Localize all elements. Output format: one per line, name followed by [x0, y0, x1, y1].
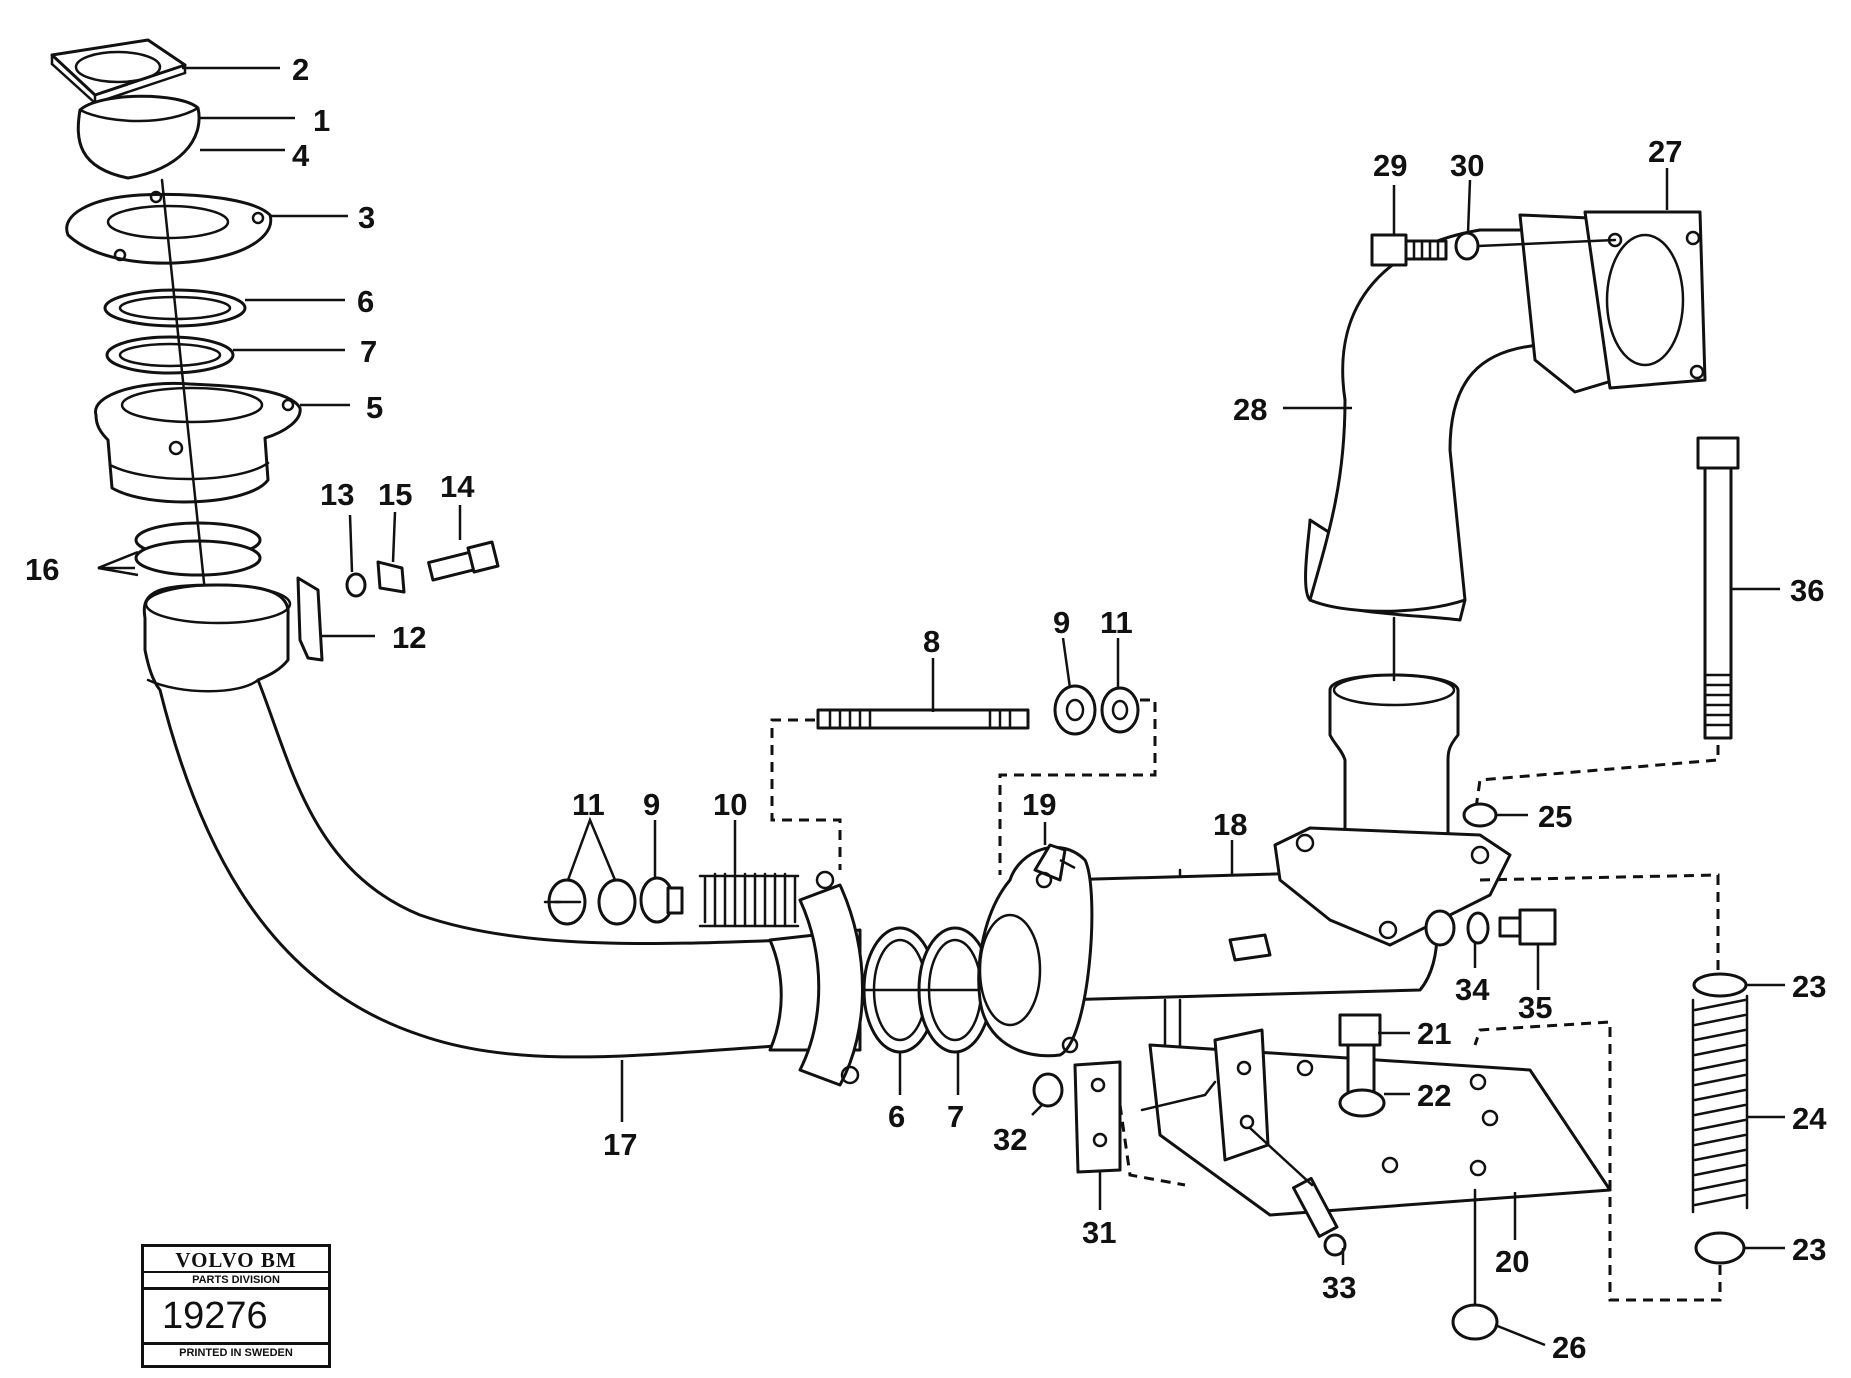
callout-29: 29 [1373, 148, 1407, 183]
callout-28: 28 [1233, 392, 1267, 427]
callout-6-top: 6 [357, 284, 374, 319]
part-bracket-upright [1213, 1028, 1270, 1162]
callout-20: 20 [1495, 1244, 1529, 1279]
part-14-screw [427, 540, 500, 582]
callout-11-left: 11 [572, 787, 605, 822]
part-8-stud [816, 708, 1030, 730]
callout-17: 17 [603, 1127, 637, 1162]
stamp-division: PARTS DIVISION [144, 1273, 328, 1290]
part-2-gasket-flange [50, 38, 187, 105]
callout-5: 5 [366, 390, 383, 425]
volvo-parts-stamp: VOLVO BM PARTS DIVISION 19276 PRINTED IN… [141, 1244, 331, 1368]
part-23-washer-top [1692, 972, 1748, 998]
callout-36: 36 [1790, 573, 1824, 608]
part-35-bolt [1498, 908, 1557, 946]
part-17-exhaust-pipe [142, 583, 864, 1087]
part-11-nuts-left [547, 878, 637, 926]
part-12-clamp [296, 576, 324, 662]
part-30-washer [1454, 231, 1480, 261]
part-36-long-bolt [1696, 436, 1740, 740]
part-29-bolt [1370, 233, 1448, 267]
callout-23-bottom: 23 [1792, 1232, 1826, 1267]
callout-22: 22 [1417, 1078, 1451, 1113]
callout-7-mid: 7 [947, 1099, 964, 1134]
callout-35: 35 [1518, 990, 1552, 1025]
part-32-nut [1032, 1072, 1064, 1108]
part-10-spring [698, 872, 800, 928]
part-13-washer [345, 572, 367, 598]
part-5-flange-sleeve [94, 381, 302, 504]
stamp-printed: PRINTED IN SWEDEN [179, 1347, 293, 1359]
callout-15: 15 [378, 477, 412, 512]
part-24-spring [1691, 994, 1749, 1214]
callout-9-top: 9 [1053, 605, 1070, 640]
callout-25: 25 [1538, 799, 1572, 834]
callout-1: 1 [313, 103, 330, 138]
part-19-flange [977, 843, 1094, 1058]
part-34-washer [1424, 909, 1490, 947]
callout-21: 21 [1417, 1016, 1451, 1051]
part-7-ring [105, 335, 235, 375]
part-26-nut [1451, 1303, 1499, 1341]
callout-31: 31 [1082, 1215, 1116, 1250]
callout-24: 24 [1792, 1101, 1827, 1136]
callout-26: 26 [1552, 1330, 1586, 1365]
callout-19: 19 [1022, 787, 1056, 822]
callout-6-mid: 6 [888, 1099, 905, 1134]
callout-7-top: 7 [360, 334, 377, 369]
part-33-screw [1291, 1176, 1347, 1257]
part-28-elbow-pipe [1304, 210, 1707, 622]
part-25-washer [1462, 802, 1498, 828]
callout-23-top: 23 [1792, 969, 1826, 1004]
callout-3: 3 [358, 200, 375, 235]
callout-4: 4 [292, 138, 310, 173]
part-23-washer-bottom [1694, 1231, 1746, 1265]
callout-2: 2 [292, 52, 309, 87]
callout-32: 32 [993, 1122, 1027, 1157]
part-9-washer-left [639, 876, 684, 924]
part-11-nut-top [1100, 686, 1140, 734]
part-socket-pipe [1273, 673, 1512, 947]
stamp-number: 19276 [144, 1290, 328, 1345]
callout-14: 14 [440, 469, 475, 504]
callout-34: 34 [1455, 972, 1490, 1007]
part-22-washer [1338, 1088, 1386, 1118]
part-31-bracket [1073, 1060, 1186, 1187]
stamp-brand: VOLVO BM [144, 1247, 328, 1273]
callout-27: 27 [1648, 134, 1682, 169]
part-21-bolt [1338, 1013, 1382, 1095]
callout-9-left: 9 [643, 787, 660, 822]
callout-18: 18 [1213, 807, 1247, 842]
callout-10: 10 [713, 787, 747, 822]
part-15-plate [376, 560, 406, 594]
callout-8: 8 [923, 624, 940, 659]
part-9-washer-top [1053, 684, 1097, 736]
part-1-silencer-dome [76, 94, 201, 180]
callout-33: 33 [1322, 1270, 1356, 1305]
callout-12: 12 [392, 620, 426, 655]
callout-13: 13 [320, 477, 354, 512]
callout-16: 16 [25, 552, 59, 587]
callout-11-top: 11 [1100, 605, 1133, 640]
callout-30: 30 [1450, 148, 1484, 183]
